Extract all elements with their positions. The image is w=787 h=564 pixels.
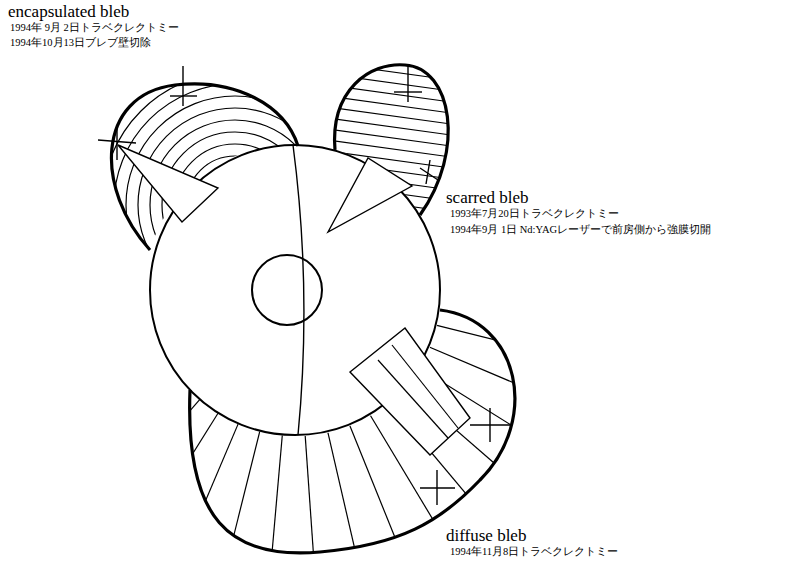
surgery-note: 1994年10月13日ブレブ壁切除 <box>10 37 151 49</box>
bleb-name: diffuse bleb <box>446 526 526 546</box>
surgery-note: 1994年 9月 2日トラベクレクトミー <box>10 22 179 34</box>
surgery-note: 1993年7月20日トラベクレクトミー <box>450 208 619 220</box>
bleb-name: scarred bleb <box>446 188 529 208</box>
bleb-name: encapsulated bleb <box>8 2 129 22</box>
surgery-note: 1994年11月8日トラベクレクトミー <box>450 546 618 558</box>
surgery-note: 1994年9月 1日 Nd:YAGレーザーで前房側から強膜切開 <box>450 224 711 236</box>
